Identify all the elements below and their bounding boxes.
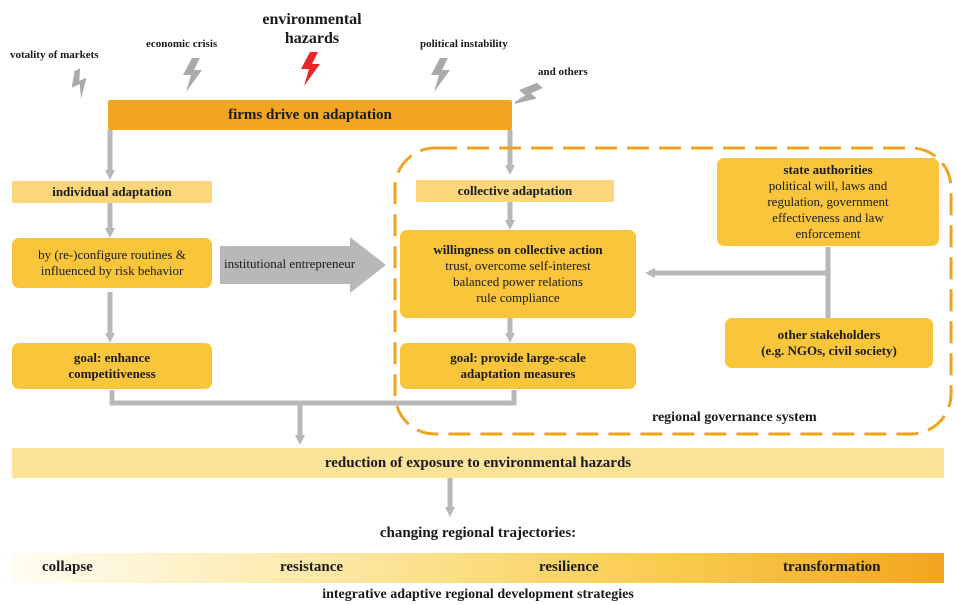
state-authorities-line2: regulation, government bbox=[767, 194, 889, 209]
collective-goal-line1: goal: provide large-scale bbox=[450, 350, 586, 365]
lightning-bolt-icon bbox=[183, 58, 202, 92]
collective-adaptation-box: collective adaptation bbox=[416, 180, 614, 202]
state-authorities-line1: political will, laws and bbox=[768, 178, 888, 193]
trajectory-resistance: resistance bbox=[280, 559, 344, 575]
collective-adaptation-label: collective adaptation bbox=[457, 183, 573, 198]
hazard-environmental-label: environmental hazards bbox=[262, 10, 362, 48]
routines-box: by (re-)configure routines & influenced … bbox=[12, 238, 212, 288]
collective-goal-box: goal: provide large-scale adaptation mea… bbox=[400, 343, 636, 389]
trajectories-title: changing regional trajectories: bbox=[379, 525, 577, 541]
regional-governance-label: regional governance system bbox=[652, 410, 817, 425]
individual-goal-line1: goal: enhance bbox=[73, 350, 151, 365]
willingness-line3: rule compliance bbox=[476, 290, 560, 305]
connector-goals-merge bbox=[109, 390, 517, 406]
firms-drive-label: firms drive on adaptation bbox=[228, 107, 392, 123]
individual-adaptation-label: individual adaptation bbox=[52, 184, 172, 199]
hazard-environmental-line2: hazards bbox=[284, 30, 340, 47]
lightning-bolt-icon bbox=[72, 68, 87, 99]
institutional-entrepreneur-arrow bbox=[220, 237, 386, 293]
institutional-entrepreneur-label: institutional entrepreneur bbox=[224, 256, 356, 271]
trajectory-transformation: transformation bbox=[783, 559, 881, 575]
other-stakeholders-box: other stakeholders (e.g. NGOs, civil soc… bbox=[725, 318, 933, 368]
willingness-box: willingness on collective action trust, … bbox=[400, 230, 636, 318]
collective-goal-line2: adaptation measures bbox=[460, 366, 576, 381]
trajectory-resilience: resilience bbox=[539, 559, 599, 575]
individual-goal-line2: competitiveness bbox=[68, 366, 156, 381]
firms-drive-box: firms drive on adaptation bbox=[108, 100, 512, 130]
strategies-label: integrative adaptive regional developmen… bbox=[322, 587, 634, 602]
regional-governance-outline bbox=[393, 146, 953, 436]
lightning-bolt-red-icon bbox=[301, 52, 320, 86]
lightning-bolt-icon bbox=[431, 58, 450, 92]
willingness-line2: balanced power relations bbox=[453, 274, 583, 289]
willingness-title: willingness on collective action bbox=[433, 242, 603, 257]
hazard-political-label: political instability bbox=[420, 38, 508, 50]
hazard-markets-label: votality of markets bbox=[10, 49, 99, 61]
individual-adaptation-box: individual adaptation bbox=[12, 181, 212, 203]
lightning-bolt-icon bbox=[515, 82, 544, 106]
hazard-environmental-line1: environmental bbox=[262, 11, 362, 28]
other-stakeholders-line2: (e.g. NGOs, civil society) bbox=[761, 343, 897, 358]
other-stakeholders-line1: other stakeholders bbox=[777, 327, 881, 342]
individual-goal-box: goal: enhance competitiveness bbox=[12, 343, 212, 389]
reduction-band: reduction of exposure to environmental h… bbox=[12, 448, 944, 478]
hazard-economic-label: economic crisis bbox=[146, 38, 218, 50]
routines-line2: influenced by risk behavior bbox=[40, 263, 184, 278]
state-authorities-title: state authorities bbox=[783, 162, 873, 177]
trajectory-collapse: collapse bbox=[42, 559, 93, 575]
trajectory-bar: collapse resistance resilience transform… bbox=[12, 553, 944, 583]
willingness-line1: trust, overcome self-interest bbox=[445, 258, 591, 273]
state-authorities-box: state authorities political will, laws a… bbox=[717, 158, 939, 246]
hazard-others-label: and others bbox=[538, 66, 588, 78]
reduction-label: reduction of exposure to environmental h… bbox=[324, 454, 632, 471]
state-authorities-line3: effectiveness and law bbox=[772, 210, 884, 225]
state-authorities-line4: enforcement bbox=[795, 226, 861, 241]
routines-line1: by (re-)configure routines & bbox=[38, 247, 186, 262]
